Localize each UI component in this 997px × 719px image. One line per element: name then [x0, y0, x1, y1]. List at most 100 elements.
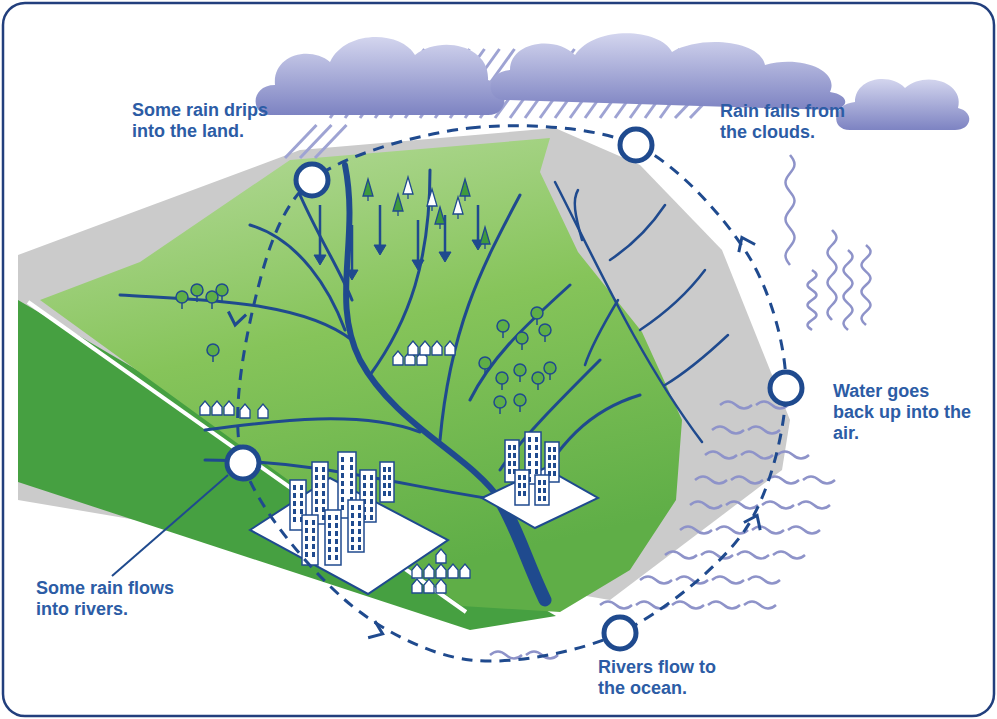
vapour-squiggle	[785, 155, 794, 265]
wave	[726, 502, 758, 509]
window	[335, 515, 338, 520]
rivers	[120, 165, 728, 600]
house	[393, 351, 403, 365]
step-label: Rain falls from the clouds.	[720, 101, 870, 143]
window	[523, 491, 526, 496]
window	[363, 483, 366, 488]
window	[293, 485, 296, 490]
step-marker	[620, 129, 652, 161]
wave	[690, 502, 722, 509]
window	[335, 555, 338, 560]
trunk	[457, 214, 458, 219]
house	[424, 564, 434, 578]
wave	[741, 452, 773, 459]
step-label: Some rain drips into the land.	[132, 100, 282, 142]
window	[350, 489, 353, 494]
tree	[496, 372, 508, 384]
window	[328, 539, 331, 544]
window	[300, 493, 303, 498]
window	[328, 547, 331, 552]
step-markers	[227, 129, 802, 649]
window	[370, 499, 373, 504]
wave	[712, 427, 744, 434]
wave	[762, 502, 794, 509]
tree	[479, 357, 491, 369]
wave	[600, 602, 632, 609]
wave	[731, 477, 763, 484]
tree	[516, 332, 528, 344]
wave	[803, 477, 835, 484]
trunk	[431, 206, 432, 211]
wave	[773, 552, 805, 559]
vapour-squiggle	[861, 245, 870, 325]
arrow-head	[314, 255, 326, 265]
window	[523, 483, 526, 488]
house	[408, 341, 418, 355]
wave	[490, 652, 522, 659]
window	[312, 536, 315, 541]
wave	[665, 552, 697, 559]
window	[300, 509, 303, 514]
wave	[640, 577, 672, 584]
wave	[748, 577, 780, 584]
window	[548, 447, 551, 452]
conifers	[363, 177, 490, 249]
house	[212, 401, 222, 415]
house	[436, 564, 446, 578]
window	[322, 475, 325, 480]
window	[513, 453, 516, 458]
rain-streak	[315, 125, 347, 158]
building	[515, 470, 529, 505]
window	[388, 491, 391, 496]
window	[351, 537, 354, 542]
trees	[176, 284, 556, 414]
trunk	[367, 196, 368, 201]
window	[315, 507, 318, 512]
window	[358, 537, 361, 542]
window	[328, 555, 331, 560]
building	[325, 510, 341, 565]
window	[341, 497, 344, 502]
window	[538, 496, 541, 501]
window	[508, 469, 511, 474]
arrow-head	[374, 245, 386, 255]
frame	[3, 3, 994, 716]
window	[388, 467, 391, 472]
window	[518, 491, 521, 496]
step-marker	[770, 372, 802, 404]
window	[508, 453, 511, 458]
window	[315, 467, 318, 472]
house	[412, 579, 422, 593]
arrow-shaft	[351, 225, 354, 272]
conifer	[403, 177, 413, 194]
tree	[514, 394, 526, 406]
window	[358, 521, 361, 526]
window	[535, 445, 538, 450]
window	[351, 513, 354, 518]
window	[351, 521, 354, 526]
window	[363, 475, 366, 480]
building	[302, 515, 318, 565]
house	[420, 341, 430, 355]
step-marker	[296, 164, 328, 196]
window	[350, 457, 353, 462]
window	[328, 531, 331, 536]
tree	[176, 291, 188, 303]
window	[312, 544, 315, 549]
window	[322, 483, 325, 488]
wave	[767, 477, 799, 484]
wave	[798, 502, 830, 509]
window	[350, 465, 353, 470]
window	[388, 475, 391, 480]
window	[535, 437, 538, 442]
window	[528, 453, 531, 458]
window	[341, 465, 344, 470]
cycle-loop	[238, 126, 786, 661]
window	[370, 483, 373, 488]
cycle-arrowhead	[368, 621, 386, 642]
trunk	[407, 194, 408, 199]
wave	[752, 527, 784, 534]
window	[370, 475, 373, 480]
window	[350, 481, 353, 486]
